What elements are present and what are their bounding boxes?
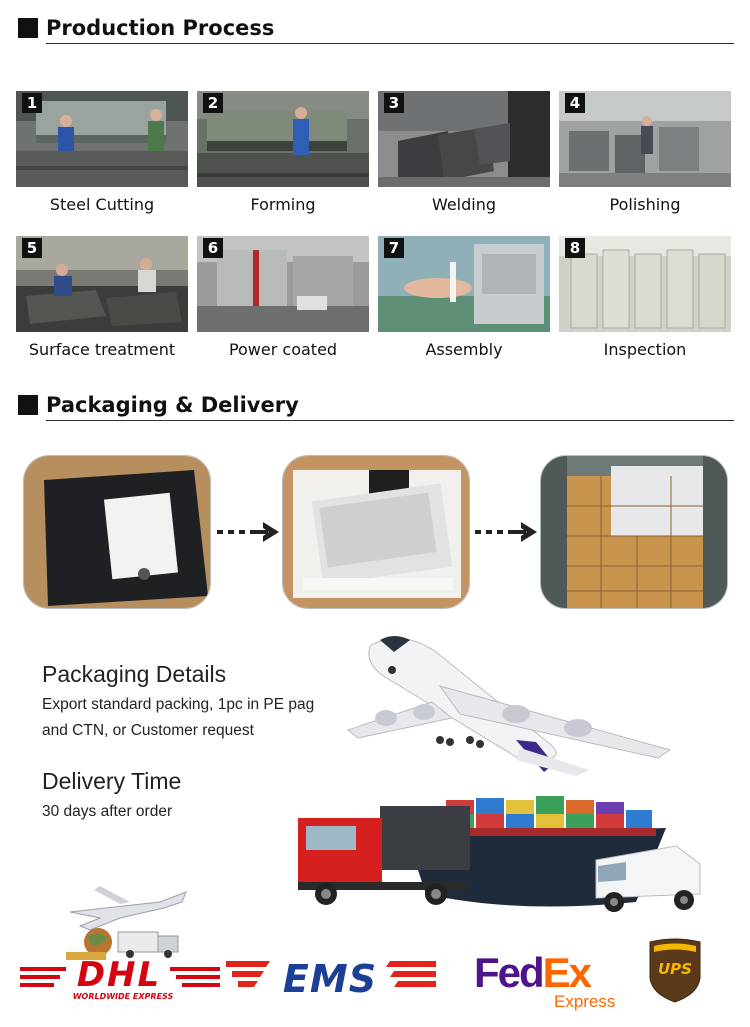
step-label: Inspection bbox=[603, 340, 687, 359]
step-photo: 3 bbox=[378, 91, 550, 187]
packaging-details: Packaging Details Export standard packin… bbox=[42, 660, 314, 744]
step-number: 8 bbox=[565, 238, 585, 258]
delivery-time-heading: Delivery Time bbox=[42, 768, 182, 794]
step-label: Forming bbox=[250, 195, 316, 214]
delivery-time-text: 30 days after order bbox=[42, 803, 173, 820]
airplane-image bbox=[346, 636, 672, 776]
step-steel-cutting: 1 Steel Cutting bbox=[16, 91, 188, 215]
fedex-logo: FedEx Express bbox=[474, 950, 624, 1014]
step-number: 2 bbox=[203, 93, 223, 113]
packaging-details-line1: Export standard packing, 1pc in PE pag bbox=[42, 696, 315, 713]
fedex-express-text: Express bbox=[554, 992, 616, 1011]
step-photo: 8 bbox=[559, 236, 731, 332]
ups-logo: UPS bbox=[648, 938, 702, 1004]
ups-wordmark: UPS bbox=[658, 960, 692, 978]
fedex-ex-text: Ex bbox=[542, 949, 592, 996]
step-welding: 3 Welding bbox=[378, 91, 550, 215]
step-label: Welding bbox=[431, 195, 497, 214]
step-polishing: 4 Polishing bbox=[559, 91, 731, 215]
ems-wordmark: EMS bbox=[282, 957, 378, 1001]
section-rule bbox=[46, 43, 734, 44]
step-power-coated: 6 Power coated bbox=[197, 236, 369, 360]
step-number: 1 bbox=[22, 93, 42, 113]
arrow-right-icon bbox=[217, 522, 279, 542]
step-number: 5 bbox=[22, 238, 42, 258]
step-number: 4 bbox=[565, 93, 585, 113]
ems-logo: EMS bbox=[226, 957, 436, 1005]
step-label: Surface treatment bbox=[28, 340, 176, 359]
step-forming: 2 Forming bbox=[197, 91, 369, 215]
step-surface-treatment: 5 Surface treatment bbox=[16, 236, 188, 360]
shipping-vehicles-image bbox=[298, 796, 701, 912]
fedex-wordmark: FedEx bbox=[474, 949, 592, 996]
production-section-header: Production Process bbox=[18, 14, 734, 44]
packaging-details-line2: and CTN, or Customer request bbox=[42, 722, 254, 739]
step-photo: 5 bbox=[16, 236, 188, 332]
packaging-details-heading: Packaging Details bbox=[42, 661, 227, 687]
dhl-logo: DHL WORLDWIDE EXPRESS bbox=[20, 957, 220, 1007]
packaging-title: Packaging & Delivery bbox=[46, 393, 299, 417]
step-inspection: 8 Inspection bbox=[559, 236, 731, 360]
step-photo: 4 bbox=[559, 91, 731, 187]
step-number: 7 bbox=[384, 238, 404, 258]
packaging-photo-foam bbox=[282, 455, 470, 609]
step-assembly: 7 Assembly bbox=[378, 236, 550, 360]
packaging-photo-container bbox=[540, 455, 728, 609]
step-number: 3 bbox=[384, 93, 404, 113]
step-label: Assembly bbox=[425, 340, 503, 359]
step-number: 6 bbox=[203, 238, 223, 258]
air-freight-globe-image bbox=[66, 886, 187, 960]
fedex-fed-text: Fed bbox=[474, 949, 545, 996]
step-label: Polishing bbox=[609, 195, 681, 214]
packaging-section-header: Packaging & Delivery bbox=[18, 391, 734, 421]
packaging-photo-bag bbox=[23, 455, 211, 609]
production-title: Production Process bbox=[46, 16, 275, 40]
section-rule bbox=[46, 420, 734, 421]
delivery-time: Delivery Time 30 days after order bbox=[42, 767, 181, 825]
step-label: Power coated bbox=[228, 340, 338, 359]
step-label: Steel Cutting bbox=[49, 195, 155, 214]
section-marker bbox=[18, 395, 38, 415]
dhl-tagline: WORLDWIDE EXPRESS bbox=[72, 992, 174, 1001]
step-photo: 2 bbox=[197, 91, 369, 187]
dhl-wordmark: DHL bbox=[76, 955, 162, 995]
step-photo: 6 bbox=[197, 236, 369, 332]
section-marker bbox=[18, 18, 38, 38]
step-photo: 7 bbox=[378, 236, 550, 332]
step-photo: 1 bbox=[16, 91, 188, 187]
arrow-right-icon bbox=[475, 522, 537, 542]
